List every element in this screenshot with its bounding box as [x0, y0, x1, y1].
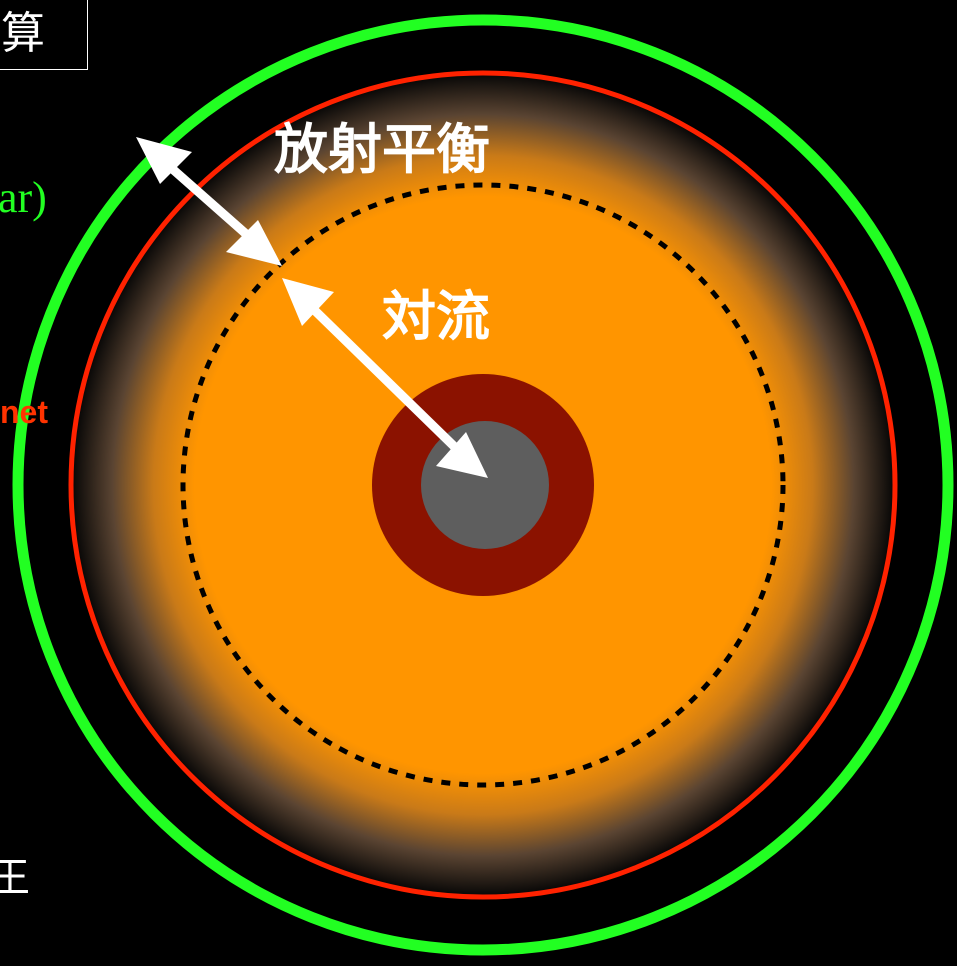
radiative-convective-boundary — [180, 182, 786, 788]
convective-zone-label: 対流 — [382, 285, 490, 348]
single-arrow-icon — [282, 278, 488, 478]
double-arrow-icon — [136, 137, 282, 266]
side-label-white: 王 — [0, 855, 30, 901]
outer-green-ring — [12, 14, 954, 956]
side-label-red: net — [0, 394, 48, 430]
top-left-title-box: 算 — [0, 0, 88, 70]
radiative-zone-label: 放射平衡 — [274, 118, 490, 181]
core-inner — [421, 421, 549, 549]
side-label-green: ar) — [0, 173, 47, 222]
inner-red-ring — [68, 70, 898, 900]
